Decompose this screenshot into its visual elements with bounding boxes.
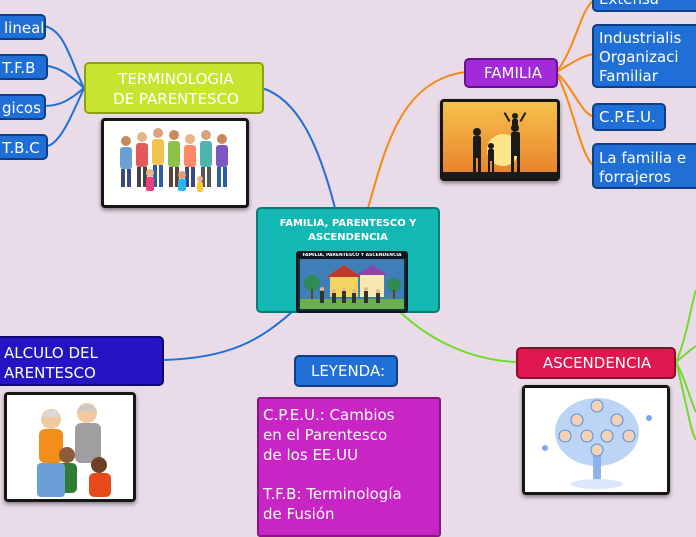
familia-item-line: Familiar bbox=[599, 67, 658, 85]
central-topic-node[interactable]: FAMILIA, PARENTESCO Y ASCENDENCIA FAMILI… bbox=[256, 207, 440, 313]
family-tree-illustration bbox=[542, 398, 652, 489]
central-topic-title-line1: FAMILIA, PARENTESCO Y bbox=[279, 218, 417, 229]
familia-item-extensa[interactable]: Extensa bbox=[592, 0, 696, 12]
familia-title: FAMILIA bbox=[484, 64, 542, 82]
terminologia-title-line2: DE PARENTESCO bbox=[113, 90, 239, 108]
terminologia-node[interactable]: TERMINOLOGIA DE PARENTESCO bbox=[84, 62, 264, 114]
ascendencia-title: ASCENDENCIA bbox=[542, 354, 652, 372]
leyenda-node[interactable]: LEYENDA: bbox=[294, 355, 398, 387]
leyenda-spacer bbox=[263, 465, 439, 484]
terminologia-item-tfb[interactable]: T.F.B bbox=[0, 54, 48, 80]
terminologia-item-lineal[interactable]: lineal bbox=[0, 14, 46, 40]
elderly-couple-illustration bbox=[37, 403, 111, 497]
leyenda-line: de Fusión bbox=[263, 505, 335, 523]
terminologia-item-label: lineal bbox=[4, 19, 45, 37]
ascendencia-node[interactable]: ASCENDENCIA bbox=[516, 347, 676, 379]
family-group-illustration bbox=[120, 128, 228, 192]
family-house-illustration bbox=[300, 259, 404, 309]
leyenda-title: LEYENDA: bbox=[310, 362, 386, 380]
familia-item-line: La familia e bbox=[599, 149, 687, 167]
silhouette-family bbox=[443, 112, 557, 178]
calculo-parentesco-node[interactable]: ALCULO DEL ARENTESCO bbox=[0, 336, 164, 386]
leyenda-line: C.P.E.U.: Cambios bbox=[263, 406, 395, 424]
leyenda-line: T.F.B: Terminología bbox=[263, 485, 402, 503]
calculo-image bbox=[4, 392, 136, 502]
leyenda-content[interactable]: C.P.E.U.: Cambios en el Parentesco de lo… bbox=[257, 397, 441, 537]
central-topic-image: FAMILIA, PARENTESCO Y ASCENDENCIA bbox=[296, 251, 408, 313]
familia-item-label: C.P.E.U. bbox=[599, 108, 656, 126]
familia-node[interactable]: FAMILIA bbox=[464, 58, 558, 88]
connection-lines bbox=[43, 0, 696, 441]
terminologia-item-gicos[interactable]: gicos bbox=[0, 94, 46, 120]
terminologia-item-label: T.B.C bbox=[2, 139, 40, 157]
familia-item-label: Extensa bbox=[599, 0, 659, 8]
familia-image bbox=[440, 99, 560, 181]
terminologia-item-label: gicos bbox=[2, 99, 41, 117]
terminologia-title-line1: TERMINOLOGIA bbox=[118, 70, 234, 88]
familia-item-forrajeros[interactable]: La familia e forrajeros bbox=[592, 143, 696, 189]
central-topic-title-line2: ASCENDENCIA bbox=[308, 232, 388, 243]
familia-item-line: Industrialis bbox=[599, 29, 682, 47]
familia-item-line: forrajeros bbox=[599, 168, 671, 186]
familia-item-cpeu[interactable]: C.P.E.U. bbox=[592, 103, 666, 131]
familia-item-industrializacion[interactable]: Industrialis Organizaci Familiar bbox=[592, 24, 696, 88]
leyenda-line: en el Parentesco bbox=[263, 426, 388, 444]
central-image-caption: FAMILIA, PARENTESCO Y ASCENDENCIA bbox=[298, 253, 406, 259]
calculo-title-line1: ALCULO DEL bbox=[4, 344, 98, 362]
calculo-title-line2: ARENTESCO bbox=[4, 364, 96, 382]
leyenda-line: de los EE.UU bbox=[263, 446, 359, 464]
terminologia-image bbox=[101, 118, 249, 208]
terminologia-item-label: T.F.B bbox=[2, 59, 36, 77]
terminologia-item-tbc[interactable]: T.B.C bbox=[0, 134, 48, 160]
ascendencia-image bbox=[522, 385, 670, 495]
familia-item-line: Organizaci bbox=[599, 48, 679, 66]
